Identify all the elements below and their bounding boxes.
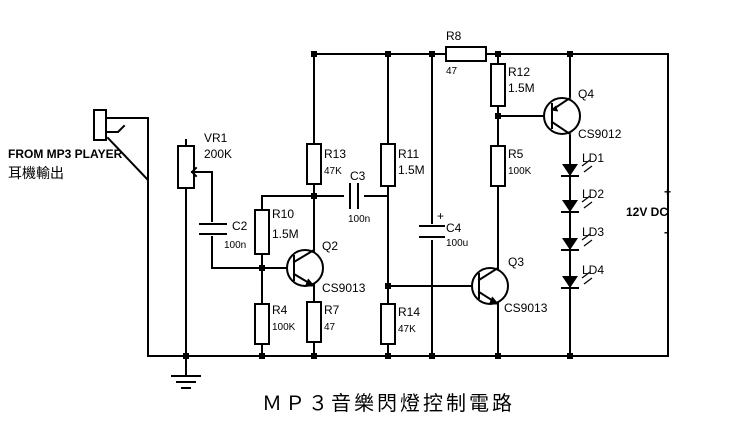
vr1-value: 200K — [204, 147, 232, 161]
r13 — [306, 143, 322, 185]
power-plus: + — [664, 185, 671, 199]
q3-name: Q3 — [508, 255, 524, 269]
c2-value: 100n — [224, 240, 246, 251]
ld1-name: LD1 — [582, 151, 604, 165]
input-label: FROM MP3 PLAYER — [8, 147, 123, 161]
ld3-name: LD3 — [582, 225, 604, 239]
r7-value: 47 — [324, 322, 336, 333]
r14 — [380, 303, 396, 345]
r5 — [490, 145, 506, 187]
q2 — [286, 229, 324, 301]
ld3 — [561, 233, 593, 251]
r10-value: 1.5M — [272, 227, 299, 241]
ld2 — [561, 195, 593, 213]
q4-name: Q4 — [578, 87, 594, 101]
r14-name: R14 — [398, 305, 420, 319]
r11-value: 1.5M — [398, 163, 425, 177]
input-wire — [106, 136, 149, 357]
c2-name: C2 — [232, 219, 248, 233]
ld4 — [561, 271, 593, 289]
vr1 — [177, 145, 199, 189]
r8 — [445, 46, 487, 62]
diagram-title: ＭＰ３音樂閃燈控制電路 — [262, 391, 515, 415]
r8-value: 47 — [446, 66, 458, 77]
r12-name: R12 — [508, 65, 530, 79]
c3 — [344, 183, 364, 209]
input-label-zh: 耳機輸出 — [8, 166, 64, 182]
r5-name: R5 — [508, 147, 524, 161]
c3-value: 100n — [348, 214, 370, 225]
r4-name: R4 — [272, 303, 288, 317]
r5-value: 100K — [508, 166, 532, 177]
led-string — [561, 159, 593, 289]
r11-name: R11 — [398, 147, 419, 161]
c2 — [198, 222, 228, 236]
r7-name: R7 — [324, 303, 340, 317]
junctions — [183, 51, 573, 359]
ground-symbol — [171, 375, 201, 389]
r12-value: 1.5M — [508, 81, 535, 95]
ld1 — [561, 159, 593, 177]
r10-name: R10 — [272, 207, 294, 221]
q4 — [543, 96, 581, 136]
r13-value: 47K — [324, 166, 342, 177]
headphone-jack — [93, 109, 126, 141]
r7 — [306, 301, 322, 343]
r14-value: 47K — [398, 324, 416, 335]
power-minus: - — [664, 225, 668, 239]
q4-value: CS9012 — [578, 127, 622, 141]
q3 — [471, 249, 509, 321]
r13-name: R13 — [324, 147, 346, 161]
r10 — [254, 209, 270, 255]
c4-name: C4 — [446, 221, 462, 235]
c4 — [418, 224, 446, 240]
ld2-name: LD2 — [582, 187, 604, 201]
ld4-name: LD4 — [582, 263, 604, 277]
r4-value: 100K — [272, 322, 296, 333]
c4-value: 100u — [446, 238, 468, 249]
r4 — [254, 303, 270, 345]
q2-name: Q2 — [322, 239, 338, 253]
q2-value: CS9013 — [322, 281, 366, 295]
c4-plus: + — [437, 209, 444, 223]
c3-name: C3 — [350, 169, 366, 183]
r11 — [380, 143, 396, 187]
vr1-name: VR1 — [204, 131, 228, 145]
r8-name: R8 — [446, 29, 462, 43]
q3-value: CS9013 — [504, 301, 548, 315]
wiper-wire — [191, 171, 263, 269]
power-label: 12V DC — [626, 205, 668, 219]
r12 — [490, 63, 506, 107]
jack-wire — [119, 117, 149, 181]
